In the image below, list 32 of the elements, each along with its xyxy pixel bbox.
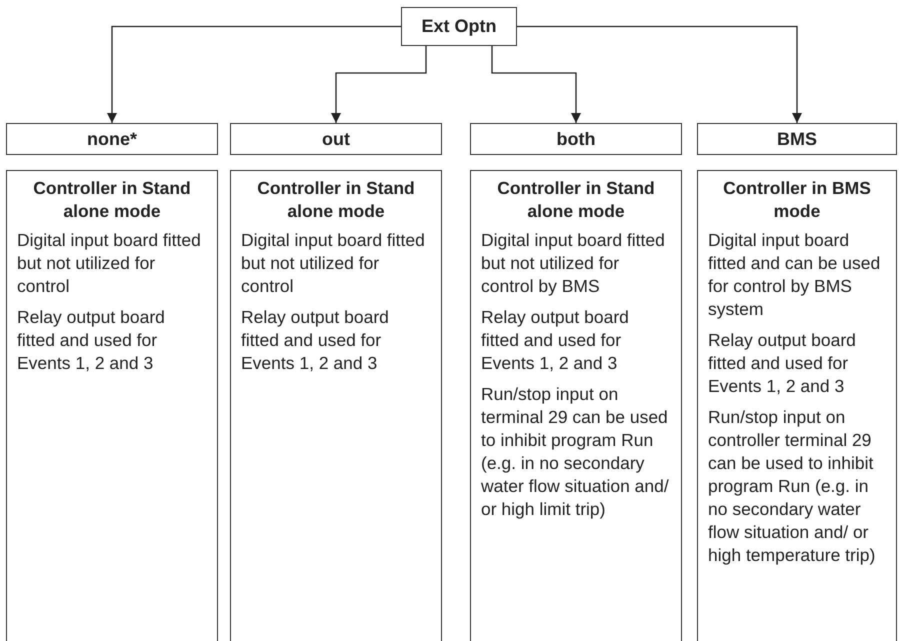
option-label: both — [556, 128, 596, 150]
description-text: Digital input board fitted but not utilized for control — [241, 229, 426, 298]
description-text: Run/stop input on controller terminal 29 can be used to inhibit program Run (e.g. in no secondary water flow situation and/ or high temperature trip) — [708, 406, 876, 567]
description-box — [230, 170, 442, 641]
arrow — [107, 26, 401, 123]
arrow — [331, 46, 427, 123]
arrow — [517, 26, 802, 123]
description-text: Digital input board fitted but not utilized for control by BMS — [481, 229, 666, 298]
option-label: out — [322, 128, 350, 150]
option-box — [401, 7, 517, 46]
description-text: Relay output board fitted and used for Events 1, 2 and 3 — [708, 329, 857, 398]
mode-heading: Controller in Stand alone mode — [32, 177, 192, 223]
option-label: BMS — [777, 128, 817, 150]
option-value-box — [6, 123, 218, 155]
description-box — [470, 170, 682, 641]
description-text: Digital input board fitted but not utilized for control — [17, 229, 202, 298]
option-label: Ext Optn — [422, 16, 496, 37]
description-text: Relay output board fitted and used for Events 1, 2 and 3 — [17, 306, 166, 375]
description-text: Relay output board fitted and used for Events 1, 2 and 3 — [241, 306, 390, 375]
option-value-box — [470, 123, 682, 155]
description-text: Digital input board fitted and can be used for control by BMS system — [708, 229, 882, 321]
option-label: none* — [86, 128, 137, 150]
mode-heading: Controller in Stand alone mode — [496, 177, 656, 223]
description-text: Relay output board fitted and used for Events 1, 2 and 3 — [481, 306, 630, 375]
arrow — [491, 46, 581, 123]
description-text: Run/stop input on terminal 29 can be used to inhibit program Run (e.g. in no secondary water flow situation and/ or high limit trip) — [481, 383, 670, 521]
description-box — [697, 170, 897, 641]
option-value-box — [230, 123, 442, 155]
mode-heading: Controller in BMS mode — [722, 177, 872, 223]
description-box — [6, 170, 218, 641]
mode-heading: Controller in Stand alone mode — [256, 177, 416, 223]
option-value-box — [697, 123, 897, 155]
